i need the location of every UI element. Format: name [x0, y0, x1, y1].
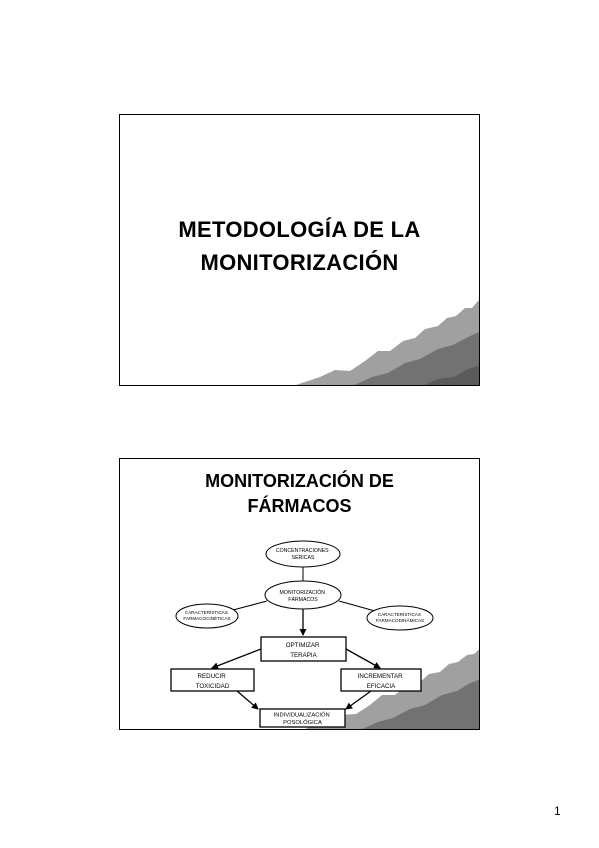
svg-text:OPTIMIZAR TERAPIA: OPTIMIZAR TERAPIA — [286, 642, 321, 659]
slide-1-title-line-2: MONITORIZACIÓN — [200, 250, 399, 275]
farmacocineticas-line-2: FARMACOCINÉTICAS — [183, 615, 230, 621]
farmacocineticas-line-1: CARACTERÍSTICAS — [185, 609, 228, 615]
node-individualizacion-posologica — [259, 708, 346, 728]
svg-text:MONITORIZACIÓN FÁRMACOS: MONITORIZACIÓN FÁRMACOS — [280, 589, 327, 603]
node-caracteristicas-farmacodinamicas — [366, 605, 434, 631]
node-reducir-toxicidad — [170, 668, 255, 692]
node-monitorizacion-farmacos — [264, 580, 342, 610]
incrementar-line-1: INCREMENTAR — [358, 673, 403, 680]
farmacodinamicas-line-1: CARACTERÍSTICAS — [378, 611, 421, 617]
monitoring-diagram: CONCENTRACIONES SÉRICAS MONITORIZACIÓN F… — [170, 540, 434, 728]
concentraciones-line-1: CONCENTRACIONES — [276, 548, 329, 554]
slide-2-title-line-1: MONITORIZACIÓN DE — [205, 471, 394, 491]
node-caracteristicas-farmacocineticas — [175, 603, 239, 629]
node-concentraciones-sericas — [265, 540, 341, 568]
svg-text:INDIVIDUALIZACIÓN POSOLÓ: INDIVIDUALIZACIÓN POSOLÓGICA — [274, 712, 332, 727]
monitorizacion-line-1: MONITORIZACIÓN — [280, 589, 326, 596]
slide-2-title-line-2: FÁRMACOS — [247, 496, 352, 516]
reducir-line-2: TOXICIDAD — [196, 683, 230, 690]
individualizacion-line-2: POSOLÓGICA — [283, 719, 322, 726]
arrow-reducir-individualizacion — [236, 690, 259, 710]
reducir-line-1: REDUCIR — [198, 673, 227, 680]
farmacodinamicas-line-2: FARMACODINÁMICAS — [376, 617, 424, 623]
optimizar-line-2: TERAPIA — [290, 652, 317, 659]
node-optimizar-terapia — [260, 636, 347, 662]
monitorizacion-line-2: FÁRMACOS — [288, 596, 318, 603]
node-incrementar-eficacia — [340, 668, 422, 692]
arrow-optimizar-incrementar — [345, 648, 381, 669]
connector-monitorizacion-farmacodinamicas — [338, 600, 376, 612]
slide-2-title: MONITORIZACIÓN DE FÁRMACOS — [120, 469, 479, 519]
optimizar-line-1: OPTIMIZAR — [286, 642, 320, 649]
slide-1-title: METODOLOGÍA DE LA MONITORIZACIÓN — [120, 213, 479, 279]
incrementar-line-2: EFICACIA — [367, 683, 396, 690]
concentraciones-line-2: SÉRICAS — [292, 554, 315, 561]
arrow-incrementar-individualizacion — [345, 690, 372, 710]
connector-monitorizacion-farmacocineticas — [232, 600, 268, 611]
svg-text:REDUCIR TOXICIDAD: REDUCIR TOXICIDAD — [196, 673, 230, 690]
slide-1: METODOLOGÍA DE LA MONITORIZACIÓN — [119, 114, 480, 386]
page-number: 1 — [554, 804, 561, 818]
arrow-optimizar-reducir — [211, 648, 262, 670]
svg-text:CARACTERÍSTICAS FARMACOD: CARACTERÍSTICAS FARMACODINÁMICAS — [376, 611, 424, 623]
landscape-decoration — [296, 300, 479, 385]
svg-text:INCREMENTAR EFICACIA: INCREMENTAR EFICACIA — [358, 673, 405, 690]
individualizacion-line-1: INDIVIDUALIZACIÓN — [274, 712, 330, 719]
svg-text:CONCENTRACIONES SÉRICAS: CONCENTRACIONES SÉRICAS — [276, 548, 330, 561]
slide-2: MONITORIZACIÓN DE FÁRMACOS CONCENTRACION… — [119, 458, 480, 730]
svg-text:CARACTERÍSTICAS FARMACOC: CARACTERÍSTICAS FARMACOCINÉTICAS — [183, 609, 230, 621]
landscape-decoration — [305, 649, 479, 729]
slide-1-title-line-1: METODOLOGÍA DE LA — [178, 217, 421, 242]
